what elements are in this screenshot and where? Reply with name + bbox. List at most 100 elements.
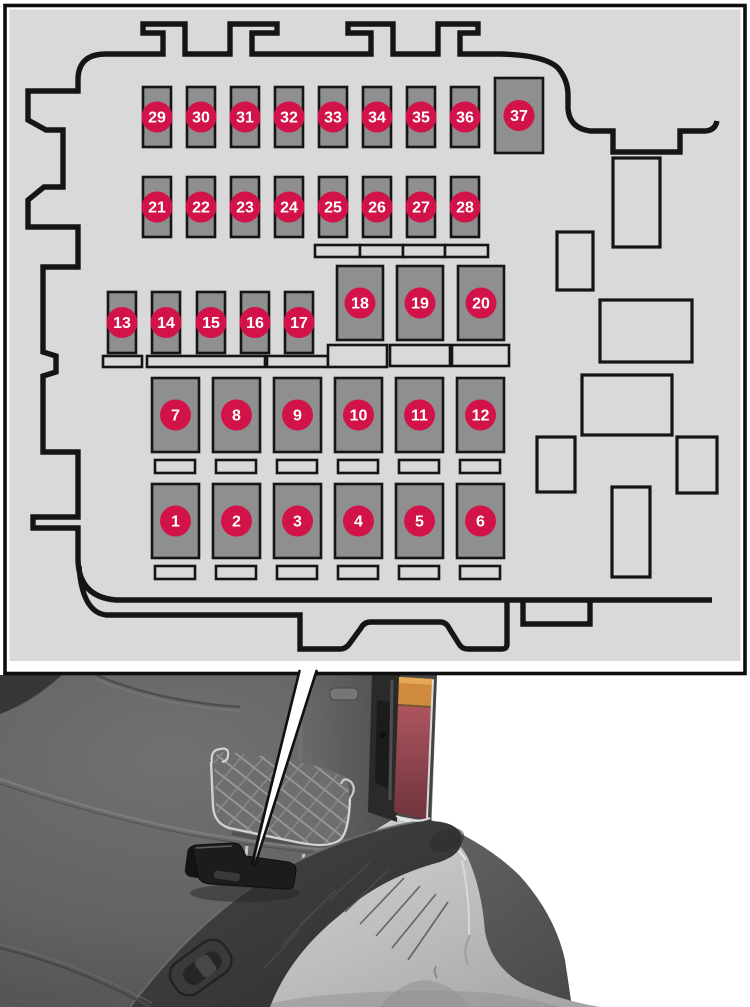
connector-bar: [214, 458, 258, 475]
connector-bar: [397, 564, 441, 581]
corner-shadow: [0, 675, 62, 714]
cargo-net: [209, 747, 355, 865]
fuse-number-badge: [160, 505, 191, 537]
fuse-number: 36: [456, 110, 474, 127]
empty-position: [535, 435, 577, 494]
fuse-number-badge: [195, 307, 227, 338]
empty-position: [580, 373, 674, 437]
connector-bar: [101, 354, 144, 369]
fuse-number-badge: [465, 287, 497, 319]
empty-position: [610, 485, 652, 579]
fuse-number: 11: [411, 408, 428, 425]
callout-wedge: [250, 669, 318, 867]
fuse-number-badge: [317, 191, 349, 223]
connector-bar: [326, 343, 389, 369]
fuse-number-badge: [282, 399, 313, 431]
fuse-number: 9: [293, 408, 302, 425]
fuse-number: 27: [412, 200, 430, 217]
empty-position: [598, 298, 694, 364]
fuse-box-latch: [184, 842, 300, 902]
sill-texture: [263, 861, 449, 969]
fuse-number-badge: [317, 101, 349, 133]
empty-position-layer: [535, 156, 719, 579]
fuse-number-badge: [404, 505, 435, 537]
mat-edge: [0, 946, 151, 1007]
tail-light-red: [394, 706, 431, 820]
fuse-number-badge: [503, 100, 535, 131]
fuse-number: 4: [354, 514, 363, 531]
fuse-number: 33: [324, 110, 342, 127]
fuse-number: 28: [456, 200, 474, 217]
fuse-number-badge: [405, 101, 437, 133]
empty-position: [611, 156, 662, 249]
fuse-number: 16: [246, 315, 264, 332]
empty-position: [555, 230, 595, 292]
fuse-number-badge: [239, 307, 271, 338]
fuse-number: 23: [236, 200, 254, 217]
fuse-number: 10: [350, 408, 368, 425]
floor-edge-shadow: [0, 783, 339, 856]
fuse-number: 8: [232, 408, 241, 425]
fuse-number-badge: [221, 399, 252, 431]
fuse-number: 5: [415, 514, 424, 531]
connector-bar: [214, 564, 258, 581]
fuse-box-outline: [25, 21, 720, 652]
connector-bar: [358, 243, 405, 259]
fuse-number-badge: [282, 505, 313, 537]
fuse-number-badge: [343, 505, 374, 537]
fuse-number: 37: [510, 108, 528, 125]
fuse-number-badge: [343, 399, 374, 431]
fuse-number-badge: [404, 287, 436, 319]
fuse-number: 21: [148, 200, 166, 217]
fuse-number-badge: [229, 191, 261, 223]
connector-bar: [401, 243, 447, 259]
fuse-number: 6: [476, 514, 485, 531]
fuse-number: 30: [192, 110, 210, 127]
fuse-number-badge: [221, 505, 252, 537]
connector-bar: [458, 458, 502, 475]
fuse-number-badge: [465, 399, 496, 431]
fuse-number-badge: [361, 191, 393, 223]
connector-bar: [388, 343, 452, 368]
net-hook-right: [339, 778, 355, 799]
fuse-number: 35: [412, 110, 430, 127]
side-wall-fitting: [329, 687, 359, 701]
fuse-number: 22: [192, 200, 210, 217]
bumper-sensor-mark: [433, 965, 438, 979]
fuse-number: 7: [171, 408, 180, 425]
wheel-arch-highlight: [95, 678, 241, 712]
fuse-number: 1: [171, 514, 180, 531]
bumper: [235, 816, 600, 1007]
fuse-number: 12: [472, 408, 490, 425]
fuse-number: 32: [280, 110, 298, 127]
connector-bar: [397, 458, 441, 475]
fuse-number-badge: [141, 191, 173, 223]
connector-bar: [458, 564, 502, 581]
connector-bar: [265, 354, 330, 369]
fuse-number: 15: [202, 315, 220, 332]
fuse-number-badge: [229, 101, 261, 133]
fuse-number: 20: [472, 296, 490, 313]
wheel-arch-line: [95, 674, 241, 709]
fuse-number-badge: [283, 307, 315, 338]
fuse-number-badge: [465, 505, 496, 537]
fuse-number-badge: [344, 287, 376, 319]
connector-bar: [275, 564, 319, 581]
empty-position: [675, 435, 719, 495]
fuse-number: 31: [236, 110, 254, 127]
tail-light: [368, 675, 434, 822]
connector-bar: [336, 458, 380, 475]
connector-bar: [145, 354, 267, 369]
connector-bar: [313, 243, 362, 259]
fuse-number: 18: [351, 296, 369, 313]
fuse-number: 2: [232, 514, 241, 531]
net-wire-frame: [209, 761, 352, 847]
fuse-number: 24: [280, 200, 298, 217]
bumper-recess: [380, 980, 470, 1007]
connector-bar: [275, 458, 319, 475]
fuse-number: 14: [157, 315, 175, 332]
connector-bar: [443, 243, 490, 259]
